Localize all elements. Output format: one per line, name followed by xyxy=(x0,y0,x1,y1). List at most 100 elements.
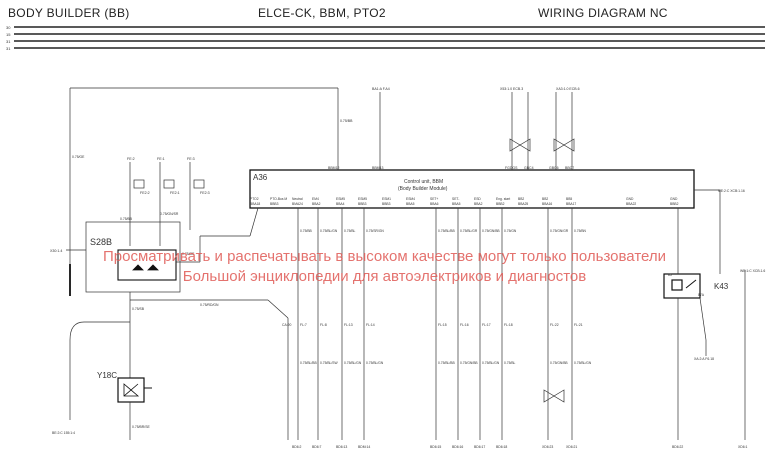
mid-tag: FL:15 xyxy=(438,323,447,327)
pin-label: ESM5 xyxy=(358,197,367,201)
k43-label: K43 xyxy=(714,282,729,291)
wire-y18-top: 0.75/SB xyxy=(132,307,145,311)
pin-name: BBA6 xyxy=(430,202,439,206)
pin-name: BBA18 xyxy=(250,202,260,206)
top-pin-2-dest: BA1:A F.A4 xyxy=(372,87,390,91)
mid-tag: FL:16 xyxy=(460,323,469,327)
bus-label-1: 30 xyxy=(6,25,11,30)
lower-wire-label: 0.75/BL/BB xyxy=(300,361,317,365)
pin-name: BBB2 xyxy=(496,202,505,206)
pin-label: SET+ xyxy=(430,197,438,201)
pin-label: SET- xyxy=(452,197,459,201)
pin-wire-label: 0.75/BL xyxy=(344,229,356,233)
bus-label-4: 31 xyxy=(6,46,11,51)
pin-name: BBA17 xyxy=(566,202,576,206)
lower-wire-label: 0.75/BL/GN xyxy=(482,361,500,365)
lower-wire-label: 0.75/BL/BB xyxy=(438,361,455,365)
lower-wire-label: 0.75/BL/SW xyxy=(320,361,338,365)
vent-dest-2: XA3:1.0 ECB.6 xyxy=(556,87,580,91)
callout-right-1: ME:2:C XCB:1.16 xyxy=(718,189,745,193)
vent-pin-2: GBC4 xyxy=(524,166,534,170)
pin-name: BBB2 xyxy=(670,202,679,206)
ground-right: WE:1:C XCB.1.6 xyxy=(740,269,765,273)
pin-label: PTO2 xyxy=(250,197,259,201)
top-pin-1: BBM12 xyxy=(328,166,340,170)
pin-name: BBA2 xyxy=(474,202,483,206)
terminal-label: BDM:14 xyxy=(358,445,370,449)
pin-name: BMA24 xyxy=(292,202,303,206)
terminal-label: BD6:7 xyxy=(312,445,322,449)
top-pin-2: BBM13 xyxy=(372,166,384,170)
callout-right-2: XA:2:A F6.18 xyxy=(694,357,714,361)
module-a36-box xyxy=(249,169,695,209)
mid-tag: FL:7 xyxy=(300,323,307,327)
lower-wire-label: 0.75/BL/GN xyxy=(366,361,384,365)
header-right: WIRING DIAGRAM NC xyxy=(538,6,668,20)
vent-pin-4: BBC7 xyxy=(565,166,574,170)
terminal-label: BD6:13 xyxy=(336,445,347,449)
terminal-label: BD6:15 xyxy=(430,445,441,449)
wire-diag: 0.75/RD/GN xyxy=(200,303,219,307)
terminal-label-right: BD6:22 xyxy=(672,445,683,449)
bus-label-3: 31 xyxy=(6,39,11,44)
fuse-sub-1: FE2:2 xyxy=(140,191,150,195)
valve-symbols xyxy=(509,138,575,152)
s28b-box xyxy=(117,249,177,281)
power-buses xyxy=(14,26,765,49)
bus-label-2: 15 xyxy=(6,32,11,37)
wire-s28b-top: 0.75/BB xyxy=(120,217,133,221)
x30-label: X30:1.4 xyxy=(50,249,62,253)
vent-dest-1: X53:1.0 ECB.3 xyxy=(500,87,523,91)
vent-pin-1: FGDGS xyxy=(505,166,518,170)
wire-s28b-out1: 0.75/GN/SR xyxy=(160,212,179,216)
relay-switch: 87A xyxy=(698,293,705,297)
terminal-label: BD6:18 xyxy=(496,445,507,449)
fuse-label-3: FE:3 xyxy=(187,157,195,161)
mid-tag: FL:13 xyxy=(344,323,353,327)
fuse-sub-3: FE2:3 xyxy=(200,191,210,195)
pin-wire-label: 0.75/GN xyxy=(504,229,517,233)
module-title-1: Control unit, BBM xyxy=(404,179,443,185)
pin-name: BBB3 xyxy=(382,202,391,206)
mid-tag: FL:21 xyxy=(574,323,583,327)
relay-coil: 85 xyxy=(668,273,672,277)
module-title-2: (Body Builder Module) xyxy=(398,186,448,192)
fuse-sub-2: FE2:1 xyxy=(170,191,180,195)
pin-wires xyxy=(287,208,573,440)
lower-wire-label: 0.75/BL/GN xyxy=(574,361,592,365)
terminal-label: XD6:21 xyxy=(566,445,577,449)
module-id: A36 xyxy=(253,173,268,182)
pin-label: BB2 xyxy=(518,197,524,201)
pin-name: BBB3 xyxy=(270,202,279,206)
header-left: BODY BUILDER (BB) xyxy=(8,6,130,20)
vent-pin-3: GBC6 xyxy=(549,166,559,170)
s28b-outline xyxy=(85,221,181,293)
pin-wire-label: 0.75/BN xyxy=(574,229,587,233)
pin-label: Neutral xyxy=(292,197,303,201)
s28b-label: S28B xyxy=(90,237,112,247)
wire-left-vertical: 0.75/GE xyxy=(72,155,85,159)
pin-name: BBB3 xyxy=(358,202,367,206)
pin-label: ESM5 xyxy=(336,197,345,201)
wire-s28b-out2: 0.75/GE xyxy=(182,252,195,256)
lower-wire-label: 0.75/BL/GN xyxy=(344,361,362,365)
wire-y18-bot: 0.75/BR/SE xyxy=(132,425,150,429)
mid-tag: FL:22 xyxy=(550,323,559,327)
pin-label: GND xyxy=(670,197,678,201)
pin-label: BB2 xyxy=(542,197,548,201)
pin-name: BBA16 xyxy=(542,202,552,206)
pin-name: BBA4 xyxy=(336,202,345,206)
mid-tag-ca: CA:20 xyxy=(282,323,292,327)
pin-label: ESD xyxy=(474,197,481,201)
terminal-label: BD6:17 xyxy=(474,445,485,449)
y18c-label: Y18C xyxy=(97,371,117,380)
pin-label: PTO-Bus M xyxy=(270,197,287,201)
pin-name: BBA25 xyxy=(518,202,528,206)
terminal-label: BD6:2 xyxy=(292,445,302,449)
fuse-label-2: FE:1 xyxy=(157,157,165,161)
pin-label: ESM4 xyxy=(406,197,415,201)
pin-wire-label: 0.75/BL/BB xyxy=(438,229,455,233)
pin-name: BBA5 xyxy=(406,202,415,206)
